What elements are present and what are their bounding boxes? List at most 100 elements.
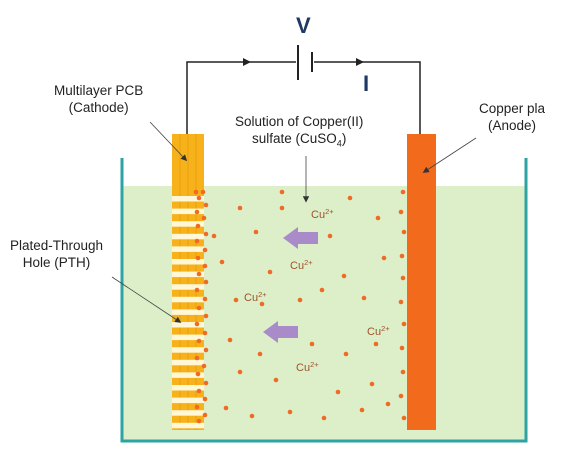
plated-through-hole [172, 372, 204, 378]
copper-particle [253, 229, 259, 235]
copper-particle [211, 233, 217, 239]
current-label: I [363, 71, 370, 96]
copper-particle [369, 381, 375, 387]
copper-particle [195, 223, 201, 229]
copper-ion-label: Cu2+ [290, 258, 313, 272]
solution-label-subscript: 4 [336, 138, 342, 149]
cathode-pointer [149, 121, 188, 162]
plated-through-hole [172, 309, 204, 315]
plated-through-hole [172, 410, 204, 416]
copper-particle [219, 259, 225, 265]
copper-particle [193, 189, 199, 195]
copper-ion-label: Cu2+ [311, 207, 334, 221]
solution-label-line2: sulfate (CuSO4) [235, 130, 363, 153]
copper-particle [196, 418, 202, 424]
copper-particle [201, 215, 207, 221]
pth-label-line2: Hole (PTH) [22, 255, 91, 270]
copper-particle [194, 404, 200, 410]
copper-particle [194, 238, 200, 244]
copper-particle [297, 297, 303, 303]
plated-through-hole [172, 208, 204, 215]
copper-particle [223, 405, 229, 411]
copper-particle [343, 351, 349, 357]
plated-through-hole [172, 385, 204, 391]
multilayer-pcb-cathode [172, 134, 204, 430]
copper-particle [227, 337, 233, 343]
copper-particle [202, 296, 208, 302]
copper-particle [233, 297, 239, 303]
voltage-label: V [296, 13, 311, 38]
current-arrow-right [356, 58, 364, 66]
copper-particle [373, 341, 379, 347]
copper-particle [203, 279, 209, 285]
copper-particle [201, 363, 207, 369]
copper-particle [195, 371, 201, 377]
copper-particle [400, 275, 406, 281]
plated-through-hole [172, 196, 204, 202]
copper-particle [249, 413, 255, 419]
copper-particle [335, 389, 341, 395]
copper-particle [195, 255, 201, 261]
copper-particle [279, 189, 285, 195]
copper-particle [259, 301, 265, 307]
copper-particle [203, 231, 209, 237]
circuit-wire [186, 61, 296, 134]
copper-particle [237, 205, 243, 211]
copper-particle [273, 377, 279, 383]
copper-particle [202, 330, 208, 336]
copper-particle [375, 215, 381, 221]
current-arrow-left [243, 58, 251, 66]
plated-through-hole [172, 347, 204, 353]
plated-through-hole [172, 259, 204, 265]
copper-particle [279, 205, 285, 211]
copper-particle [203, 347, 209, 353]
ion-arrow-lower [263, 321, 298, 343]
copper-particle [327, 233, 333, 239]
copper-particle [202, 396, 208, 402]
cathode-label: Multilayer PCB (Cathode) [54, 82, 143, 116]
plated-through-hole [172, 334, 204, 341]
copper-particle [203, 313, 209, 319]
copper-particle [203, 380, 209, 386]
copper-particle [194, 355, 200, 361]
copper-particle [400, 189, 406, 195]
copper-particle [194, 321, 200, 327]
copper-particle [196, 195, 202, 201]
pth-pointer [111, 276, 182, 323]
anode-label-line2: (Anode) [488, 118, 537, 133]
plated-through-hole [172, 246, 204, 252]
cathode-label-line2: (Cathode) [68, 100, 129, 115]
solution-label-suffix: ) [341, 131, 347, 146]
plated-through-hole [172, 322, 204, 328]
solution-label-line1: Solution of Copper(II) [235, 114, 364, 129]
copper-particle [194, 209, 200, 215]
copper-particle [202, 412, 208, 418]
copper-particle [196, 338, 202, 344]
copper-particle [398, 299, 404, 305]
copper-particle [401, 229, 407, 235]
copper-particle [401, 415, 407, 421]
copper-particle [347, 195, 353, 201]
copper-particle [399, 345, 405, 351]
copper-particle [202, 247, 208, 253]
plated-through-hole [172, 233, 204, 240]
copper-particle [341, 273, 347, 279]
copper-particle [267, 269, 273, 275]
anode-pointer [422, 137, 477, 173]
copper-particle [257, 351, 263, 357]
copper-ion-label: Cu2+ [296, 360, 319, 374]
anode-label: Copper pla (Anode) [479, 100, 545, 134]
copper-particle [319, 287, 325, 293]
pth-label-line1: Plated-Through [10, 238, 104, 253]
copper-particle [309, 341, 315, 347]
copper-particles [193, 189, 407, 424]
anode-label-line1: Copper pla [479, 101, 546, 116]
copper-ion-label: Cu2+ [244, 290, 267, 304]
solution-label-prefix: sulfate (CuSO [252, 131, 337, 146]
copper-particle [381, 255, 387, 261]
plated-through-hole [172, 271, 204, 278]
copper-particle [401, 321, 407, 327]
plated-through-hole [172, 397, 204, 404]
plated-through-hole [172, 422, 204, 429]
